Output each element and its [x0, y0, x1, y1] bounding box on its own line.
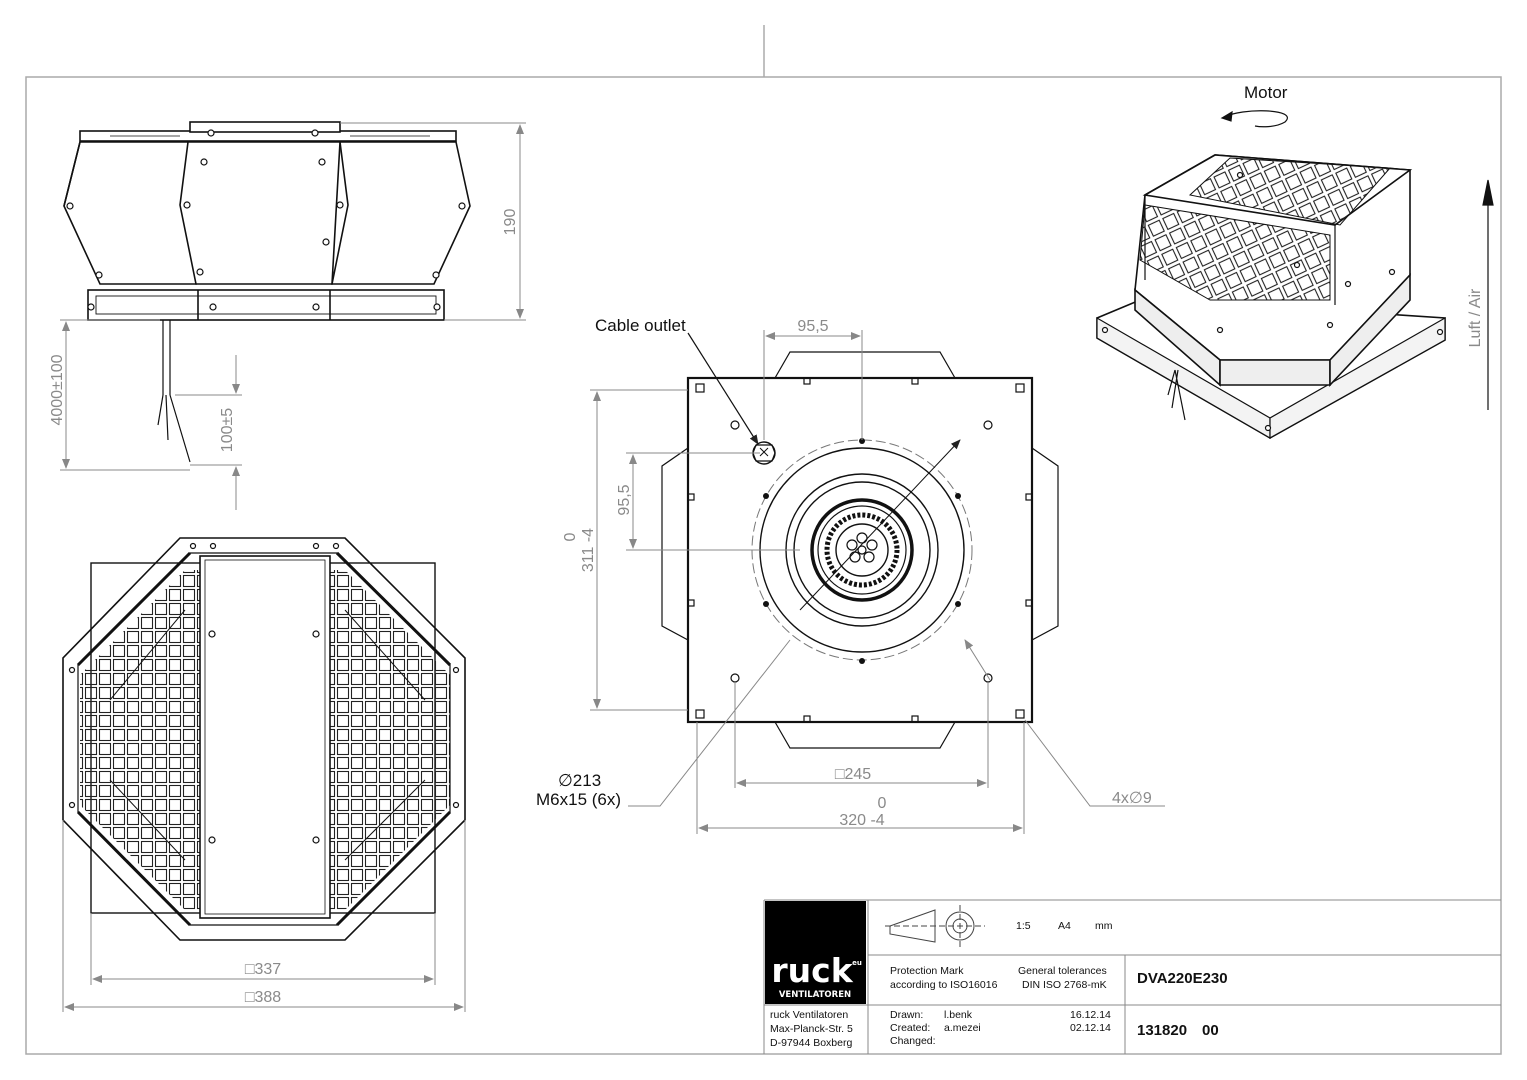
dim-311-tolerance: 0 — [562, 532, 579, 541]
company-street: Max-Planck-Str. 5 — [770, 1023, 853, 1035]
m6x15-label: M6x15 (6x) — [536, 790, 621, 809]
company-name: ruck Ventilatoren — [770, 1009, 848, 1021]
cable-outlet-label: Cable outlet — [595, 316, 686, 335]
motor-label: Motor — [1244, 83, 1288, 102]
side-view-dimensions — [60, 122, 526, 510]
created-name: a.mezei — [944, 1022, 981, 1034]
dim-245: □245 — [835, 766, 871, 783]
drawing-number: 131820 — [1137, 1022, 1187, 1039]
ruck-logo: ruck eu VENTILATOREN — [765, 901, 866, 1004]
tolerance-line1: General tolerances — [1018, 965, 1107, 977]
dim-311: 311 -4 — [580, 528, 597, 572]
model-number: DVA220E230 — [1137, 970, 1228, 987]
scale-text: 1:5 — [1016, 920, 1031, 932]
dim-320: 320 -4 — [839, 812, 884, 829]
bottom-view-dimensions — [590, 330, 1165, 834]
dim-320-tolerance: 0 — [878, 795, 887, 812]
top-view-dimensions — [62, 820, 466, 1012]
revision-number: 00 — [1202, 1022, 1219, 1039]
created-date: 02.12.14 — [1070, 1022, 1111, 1034]
dim-100: 100±5 — [219, 408, 236, 452]
logo-sub-text: VENTILATOREN — [779, 990, 851, 1000]
logo-sup-text: eu — [852, 959, 862, 967]
holes-label: 4x∅9 — [1112, 790, 1152, 807]
isometric-view — [1096, 154, 1446, 440]
company-city: D-97944 Boxberg — [770, 1037, 852, 1049]
logo-main-text: ruck — [771, 951, 853, 990]
drawn-label: Drawn: — [890, 1009, 923, 1021]
dim-95-5-side: 95,5 — [616, 484, 633, 515]
dim-4000: 4000±100 — [49, 354, 66, 425]
motor-rotation-arrow-icon — [1220, 110, 1288, 128]
drawn-name: l.benk — [944, 1009, 973, 1021]
dim-95-5-top: 95,5 — [797, 318, 828, 335]
projection-symbol-icon — [885, 905, 985, 947]
tolerance-line2: DIN ISO 2768-mK — [1022, 979, 1107, 991]
title-block — [763, 899, 1501, 1054]
diameter-213-label: ∅213 — [558, 771, 601, 790]
top-view — [62, 537, 466, 941]
drawn-date: 16.12.14 — [1070, 1009, 1111, 1021]
created-label: Created: — [890, 1022, 930, 1034]
air-flow-arrow-icon — [1482, 179, 1494, 410]
dim-337: □337 — [245, 961, 281, 978]
dim-190: 190 — [502, 209, 519, 236]
units-text: mm — [1095, 920, 1113, 932]
dim-388: □388 — [245, 989, 281, 1006]
luft-air-label: Luft / Air — [1467, 288, 1484, 347]
protection-mark-line2: according to ISO16016 — [890, 979, 998, 991]
changed-label: Changed: — [890, 1035, 936, 1047]
side-view — [63, 121, 471, 463]
protection-mark-line1: Protection Mark — [890, 965, 964, 977]
cable-outlet-leader — [687, 332, 759, 445]
format-text: A4 — [1058, 920, 1071, 932]
